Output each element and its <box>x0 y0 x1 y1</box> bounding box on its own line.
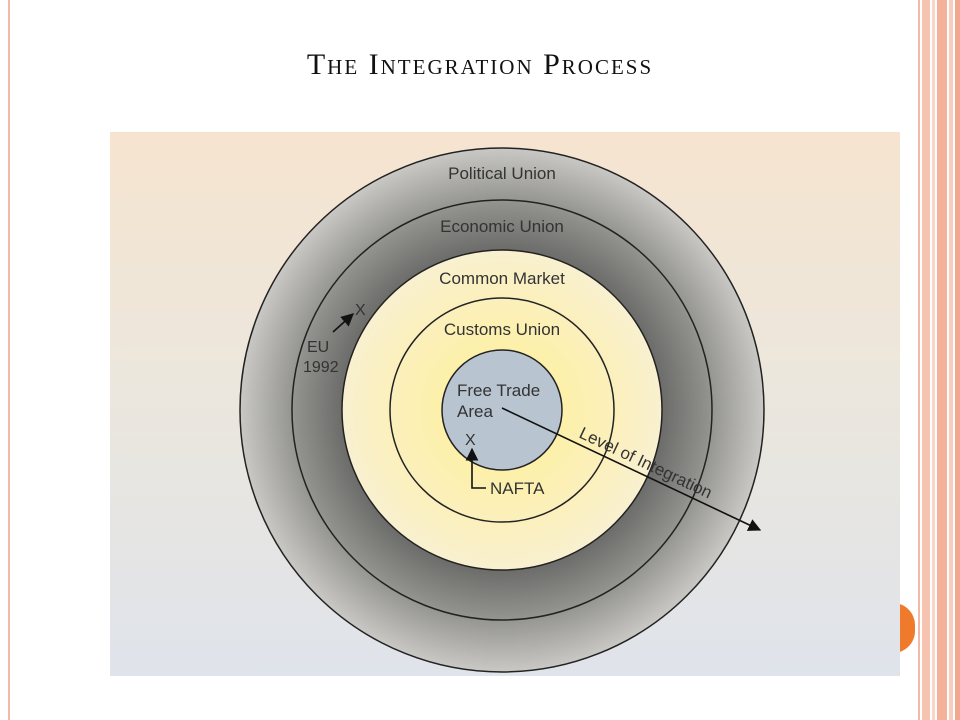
label-political-union: Political Union <box>448 164 556 183</box>
nafta-arrow <box>465 447 486 489</box>
label-economic-union: Economic Union <box>440 217 564 236</box>
label-free-trade: Free Trade <box>457 381 540 400</box>
label-1992: 1992 <box>303 359 339 376</box>
label-common-market: Common Market <box>439 269 565 288</box>
ring-customs-union <box>389 297 615 523</box>
eu-marker-x: X <box>355 302 366 319</box>
ring-free-trade-area <box>441 349 563 471</box>
label-area: Area <box>457 402 493 421</box>
label-eu: EU <box>307 339 329 356</box>
label-nafta: NAFTA <box>490 479 545 498</box>
integration-diagram: Political Union Economic Union Common Ma… <box>110 132 900 676</box>
diagram-canvas: Political Union Economic Union Common Ma… <box>110 132 900 676</box>
slide-frame <box>8 0 920 720</box>
slide-title: The Integration Process <box>306 48 654 81</box>
label-customs-union: Customs Union <box>444 320 560 339</box>
eu-arrow <box>332 313 354 333</box>
decorative-stripes <box>922 0 960 720</box>
nafta-marker-x: X <box>465 432 476 449</box>
ring-economic-union <box>291 199 713 621</box>
integration-arrow <box>501 407 762 531</box>
